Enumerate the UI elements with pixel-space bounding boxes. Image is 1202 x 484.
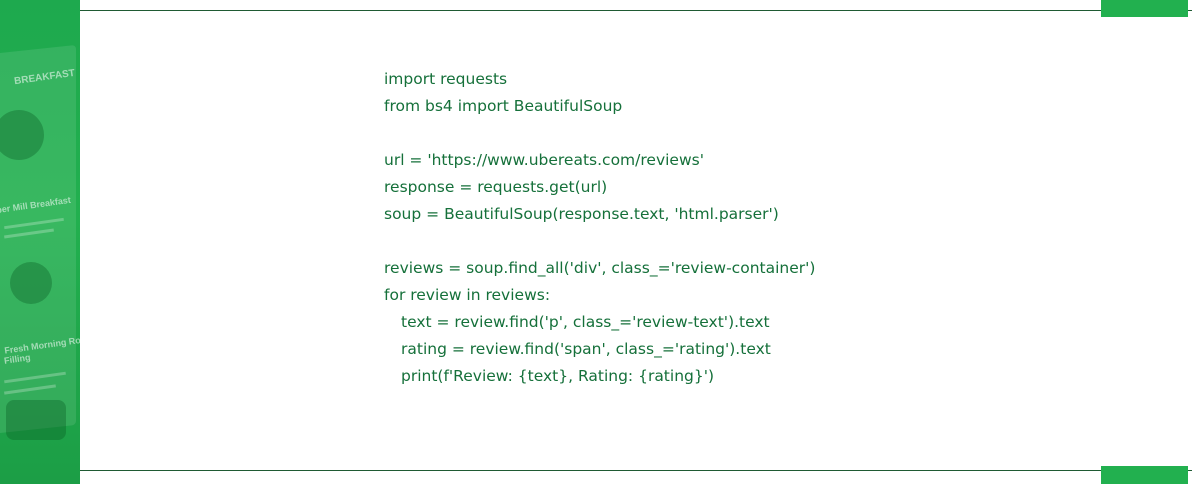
code-line: rating = review.find('span', class_='rat… (401, 340, 771, 358)
code-line: from bs4 import BeautifulSoup (384, 97, 623, 115)
code-line-blank (384, 228, 815, 255)
food-image-icon (0, 110, 44, 160)
bottom-divider (80, 470, 1192, 471)
code-line: response = requests.get(url) (384, 178, 608, 196)
top-accent-bar (1101, 0, 1188, 17)
code-line: print(f'Review: {text}, Rating: {rating}… (401, 367, 715, 385)
app-preview-image: BREAKFAST per Mill Breakfast Fresh Morni… (0, 0, 80, 484)
code-line: for review in reviews: (384, 286, 551, 304)
food-image-icon (6, 400, 66, 440)
code-line: reviews = soup.find_all('div', class_='r… (384, 259, 816, 277)
top-divider (80, 10, 1192, 11)
code-line: soup = BeautifulSoup(response.text, 'htm… (384, 205, 779, 223)
code-line: url = 'https://www.ubereats.com/reviews' (384, 151, 704, 169)
code-line-blank (384, 120, 815, 147)
bottom-accent-bar (1101, 466, 1188, 484)
code-block: import requests from bs4 import Beautifu… (384, 66, 815, 390)
code-line: text = review.find('p', class_='review-t… (401, 313, 770, 331)
code-line: import requests (384, 70, 508, 88)
food-image-icon (10, 262, 52, 304)
